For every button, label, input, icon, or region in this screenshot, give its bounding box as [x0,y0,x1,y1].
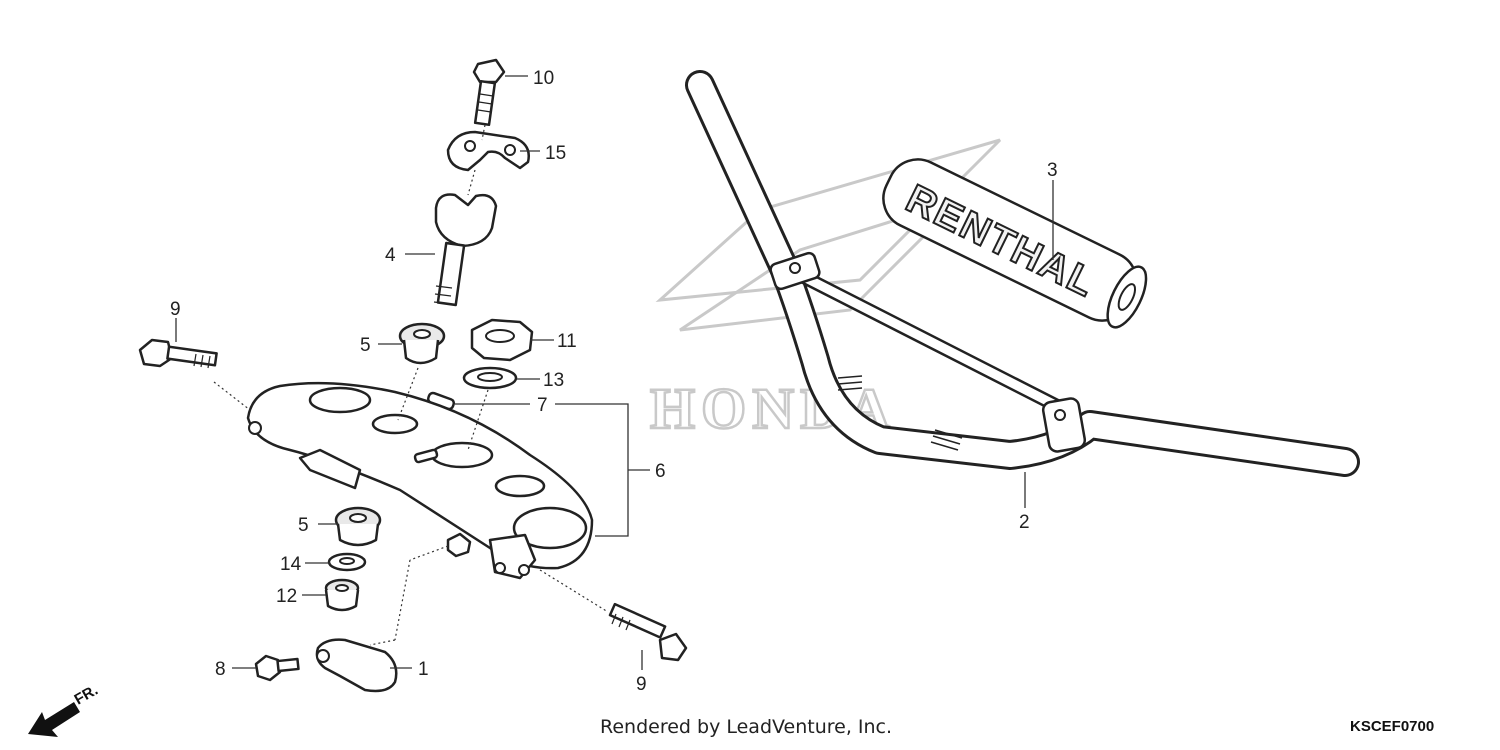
callout-13: 13 [543,370,564,391]
nut-11 [470,318,534,362]
grip: RENTHAL [882,158,1148,329]
callout-6: 6 [655,461,666,482]
callout-14: 14 [280,554,302,575]
callout-15: 15 [545,143,566,164]
diagram-code: KSCEF0700 [1350,718,1434,735]
footer-credit: Rendered by LeadVenture, Inc. [600,716,892,738]
clamp-1 [315,638,398,693]
callout-7: 7 [537,395,548,416]
callout-10: 10 [533,68,554,89]
callouts: 10 15 4 5 11 13 7 6 9 5 14 12 8 1 9 3 2 [170,68,1058,695]
nut-12 [324,578,360,612]
bolt-10 [472,58,506,127]
handlebar [685,70,1360,477]
bolt-8 [254,654,300,682]
callout-5-upper: 5 [360,335,371,356]
callout-5-lower: 5 [298,515,309,536]
lower-holder-4 [433,193,498,307]
top-bridge-6 [246,381,594,580]
callout-4: 4 [385,245,396,266]
bolt-9-left [138,338,218,369]
callout-12: 12 [276,586,297,607]
bolt-9-right [608,602,688,662]
assembly-lines [213,124,609,646]
callout-11: 11 [557,331,577,352]
callout-3: 3 [1047,160,1058,181]
direction-label: FR. [72,682,101,709]
callout-8: 8 [215,659,226,680]
callout-9-left: 9 [170,299,181,320]
bushing-5-lower [334,506,382,547]
upper-holder-15 [446,130,530,172]
socket-bolt [446,532,472,558]
front-direction-indicator: FR. [28,682,101,737]
washer-14 [327,552,367,572]
arrow-down-left-icon [28,702,80,737]
leader-lines [175,75,1054,670]
washer-13 [462,366,518,390]
callout-9-right: 9 [636,674,647,695]
bushing-5-upper [398,322,446,365]
callout-1: 1 [418,659,429,680]
callout-2: 2 [1019,512,1030,533]
